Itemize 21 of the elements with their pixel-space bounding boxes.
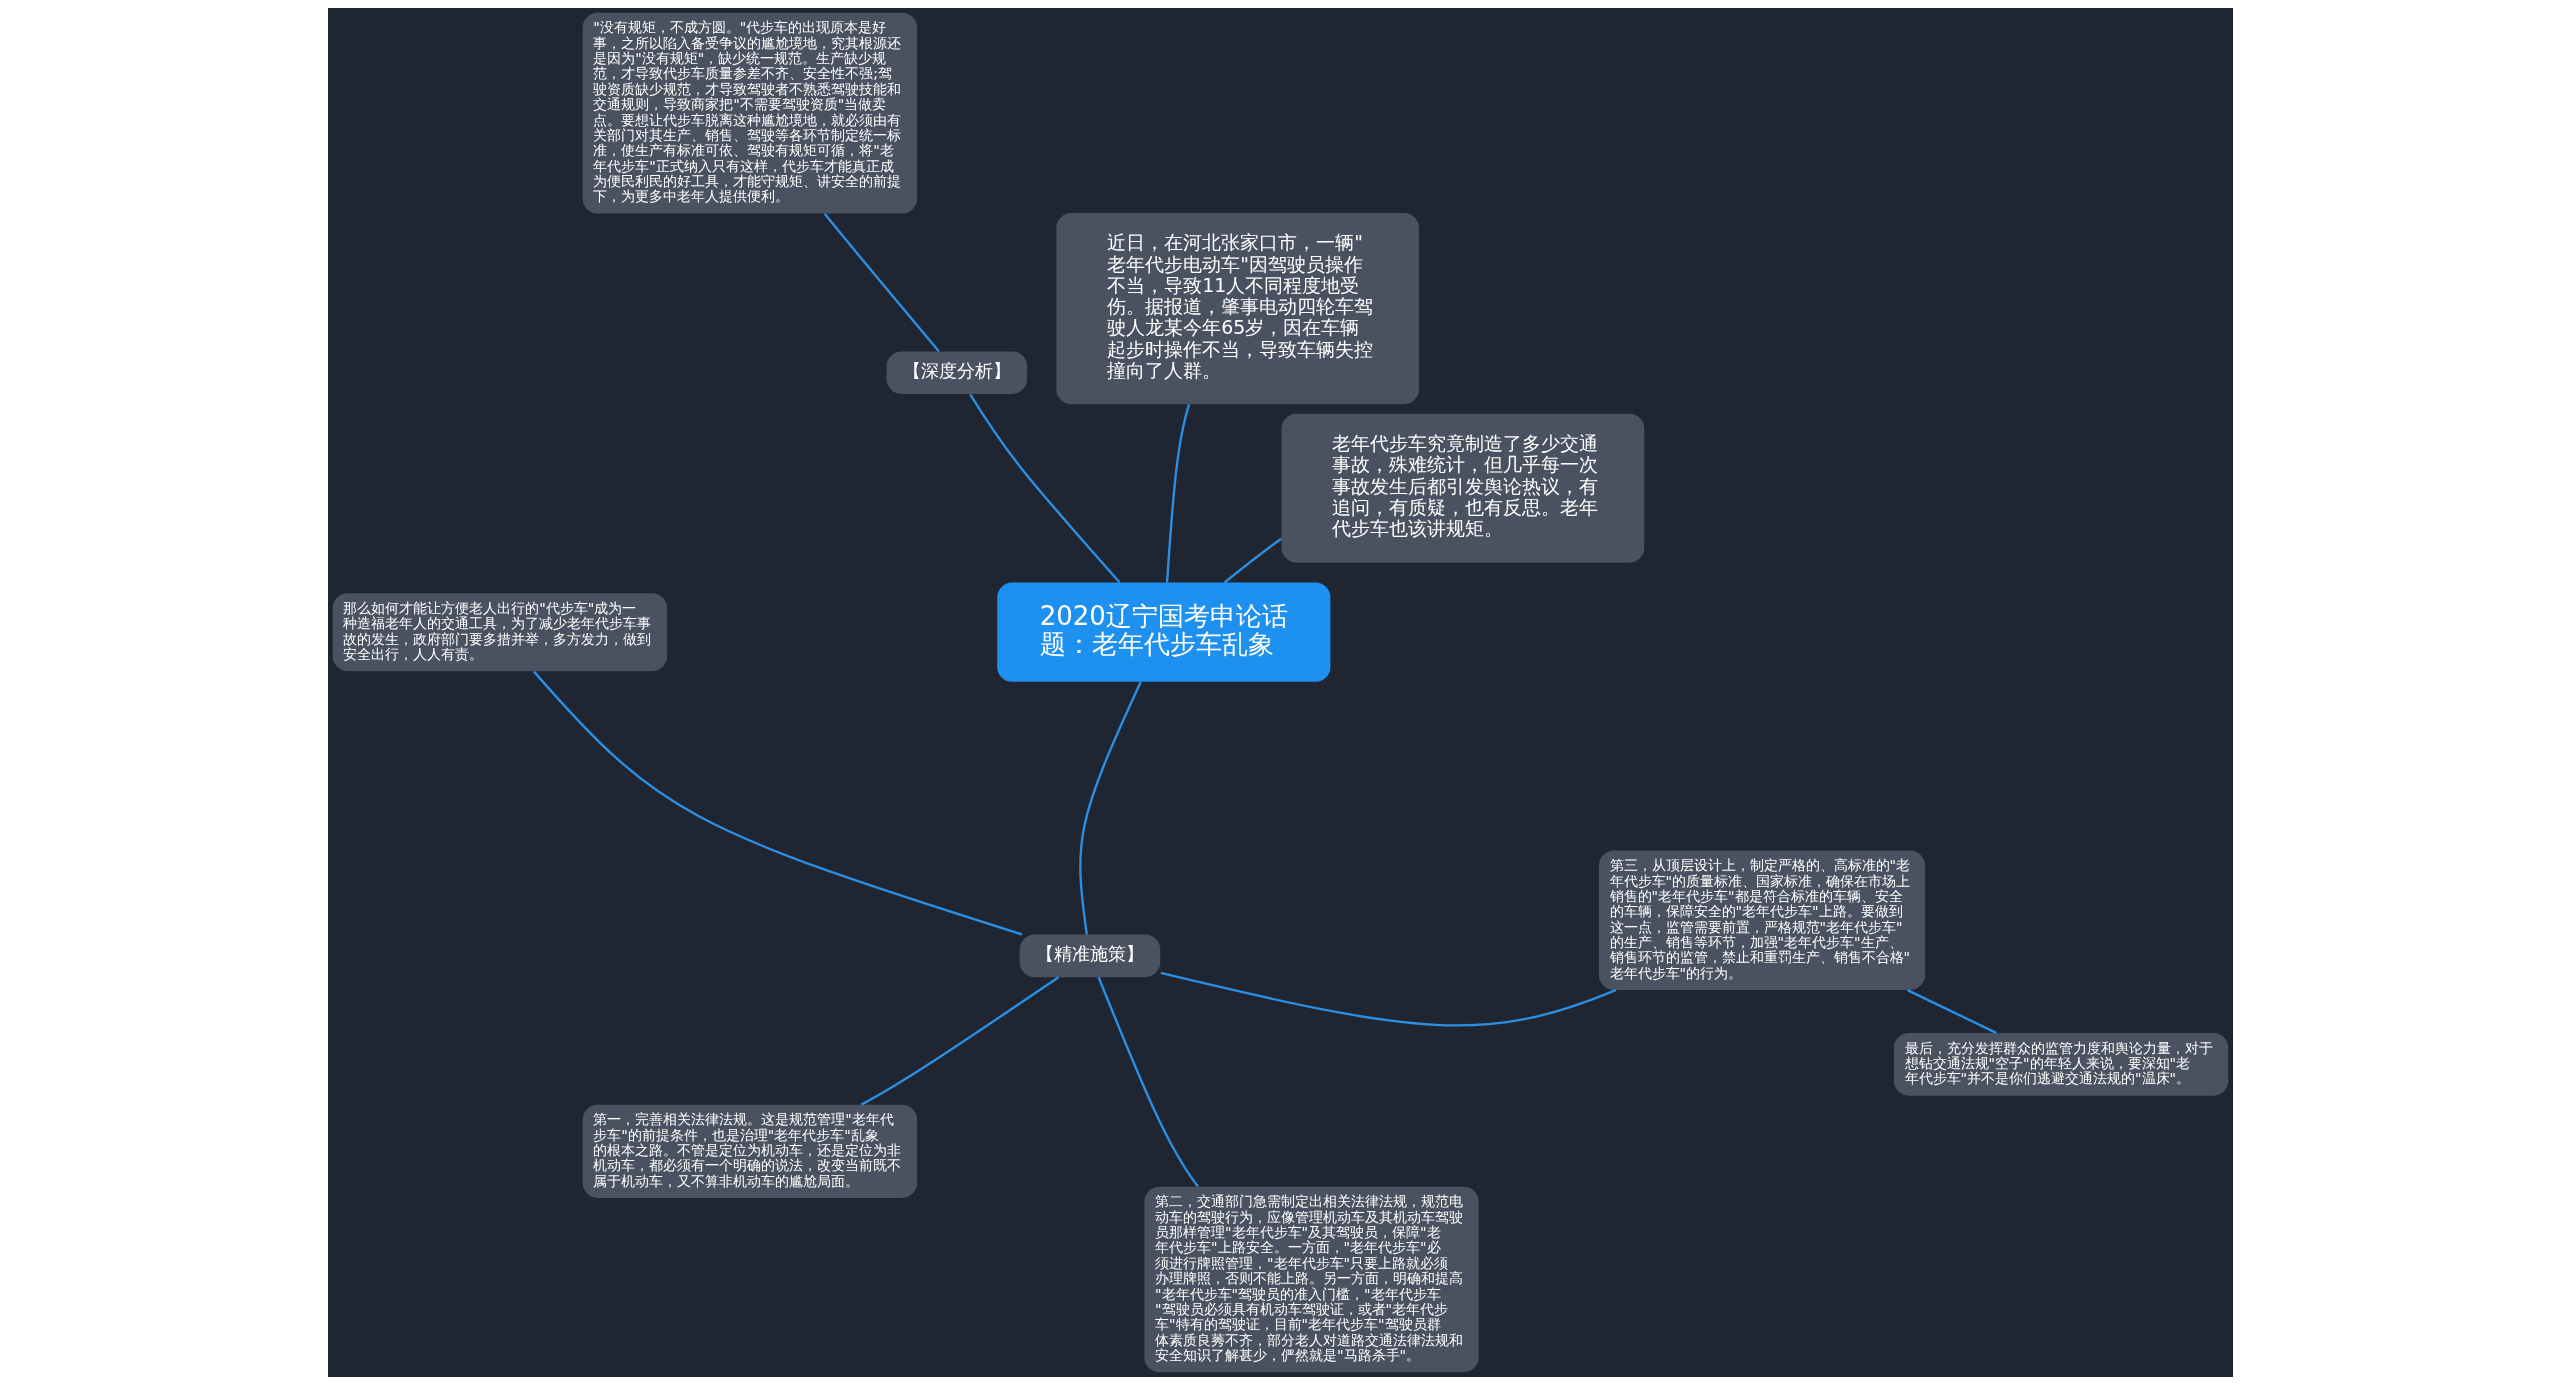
node-box: 最后，充分发挥群众的监管力度和舆论力量，对于想钻交通法规"空子"的年轻人来说，要深知"老年代步车"并不是你们逃避交通法规的"温床"。 (1893, 1033, 2228, 1096)
connector (1078, 681, 1142, 935)
connector (1165, 404, 1190, 583)
connector (1906, 989, 1997, 1034)
node-box: 2020辽宁国考申论话题：老年代步车乱象 (996, 582, 1330, 682)
connector (1097, 976, 1199, 1188)
node-box: "没有规矩，不成方圆。"代步车的出现原本是好事，之所以陷入备受争议的尴尬境地，究其根源还是因为"没有规矩"，缺少统一规范。生产缺少规范，才导致代步车质量参差不齐、安全性不强;驾驶资质缺少规范，才导致驾驶者不熟悉驾驶技能和交通规则，导致商家把"不需要驾驶资质"当做卖点。要想让代步车脱离这种尴尬境地，就必须由有关部门对其生产、销售、驾驶等各环节制定统一标准，使生产有标准可依、驾驶有规矩可循，将"老年代步车"正式纳入只有这样，代步车才能真正成为便民利民的好工具，才能守规矩、讲安全的前提下，为更多中老年人提供便利。 (582, 12, 917, 214)
connector (1159, 971, 1616, 1027)
connector (968, 393, 1121, 584)
connector (532, 670, 1022, 936)
node-box: 第二，交通部门急需制定出相关法律法规，规范电动车的驾驶行为，应像管理机动车及其机动车驾驶员那样管理"老年代步车"及其驾驶员，保障"老年代步车"上路安全。一方面，"老年代步车"必须进行牌照管理，"老年代步车"只要上路就必须办理牌照，否则不能上路。另一方面，明确和提高"老年代步车"驾驶员的准入门槛，"老年代步车"驾驶员必须具有机动车驾驶证，或者"老年代步车"特有的驾驶证，目前"老年代步车"驾驶员群体素质良莠不齐，部分老人对道路交通法律法规和安全知识了解甚少，俨然就是"马路杀手"。 (1143, 1186, 1479, 1373)
node-box: 老年代步车究竟制造了多少交通事故，殊难统计，但几乎每一次事故发生后都引发舆论热议，有追问，有质疑，也有反思。老年代步车也该讲规矩。 (1281, 413, 1644, 563)
node-box: 那么如何才能让方便老人出行的"代步车"成为一种造福老年人的交通工具，为了减少老年代步车事故的发生，政府部门要多措并举，多方发力，做到安全出行，人人有责。 (332, 593, 667, 672)
node-box: 第三，从顶层设计上，制定严格的、高标准的"老年代步车"的质量标准、国家标准，确保在市场上销售的"老年代步车"都是符合标准的车辆、安全的车辆，保障安全的"老年代步车"上路。要做到这一点，监管需要前置，严格规范"老年代步车"的生产、销售等环节，加强"老年代步车"生产、销售环节的监管，禁止和重罚生产、销售不合格"老年代步车"的行为。 (1598, 850, 1925, 990)
node-box: 【精准施策】 (1019, 934, 1160, 978)
node-box: 【深度分析】 (886, 351, 1027, 394)
connector (860, 976, 1059, 1106)
node-box: 第一，完善相关法律法规。这是规范管理"老年代步车"的前提条件，也是治理"老年代步车"乱象的根本之路。不管是定位为机动车，还是定位为非机动车，都必须有一个明确的说法，改变当前既不属于机动车，又不算非机动车的尴尬局面。 (582, 1104, 917, 1198)
connector (1223, 537, 1282, 584)
node-box: 近日，在河北张家口市，一辆"老年代步电动车"因驾驶员操作不当，导致11人不同程度地受伤。据报道，肇事电动四轮车驾驶人龙某今年65岁，因在车辆起步时操作不当，导致车辆失控撞向了人群。 (1055, 212, 1419, 405)
connector (823, 213, 940, 352)
